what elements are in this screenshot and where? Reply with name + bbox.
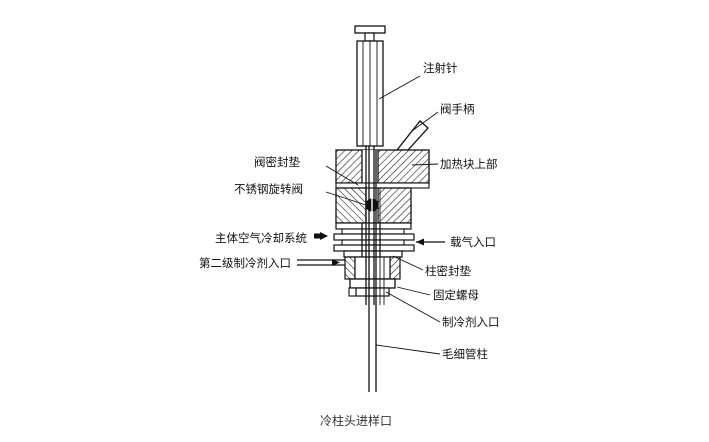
label-capillary-column: 毛细管柱: [442, 347, 488, 361]
label-carrier-gas-inlet: 载气入口: [450, 235, 496, 249]
secondary-coolant-arrow: [332, 259, 340, 266]
valve-seal-pad: [335, 182, 430, 189]
label-column-seal-pad: 柱密封垫: [425, 264, 471, 278]
syringe-plunger-stem: [364, 32, 375, 42]
label-coolant-inlet: 制冷剂入口: [442, 315, 500, 329]
label-stainless-steel-rotary-valve: 不锈钢旋转阀: [234, 182, 303, 196]
valve-body: [335, 187, 412, 224]
label-main-air-cooling-system: 主体空气冷却系统: [215, 231, 307, 245]
figure-caption: 冷柱头进样口: [320, 413, 392, 428]
syringe-plunger-cap: [354, 25, 386, 34]
fixing-nut-body: [349, 278, 396, 289]
label-secondary-coolant-inlet: 第二级制冷剂入口: [199, 256, 291, 270]
label-valve-handle: 阀手柄: [440, 102, 475, 116]
heating-block-top: [335, 149, 430, 184]
label-syringe-needle: 注射针: [423, 61, 458, 75]
label-heating-block-top: 加热块上部: [440, 157, 498, 171]
label-valve-seal-pad: 阀密封垫: [254, 155, 300, 169]
leader-lines: [325, 75, 441, 355]
main-air-cooling-arrow: [320, 232, 328, 240]
center-tubes: [365, 146, 385, 392]
lower-fitting: [344, 256, 401, 297]
label-fixing-nut: 固定螺母: [433, 288, 479, 302]
carrier-gas-arrow: [416, 238, 424, 246]
valve-handle: [395, 120, 429, 151]
syringe: [354, 25, 386, 147]
inlet-arrows: [297, 232, 445, 266]
